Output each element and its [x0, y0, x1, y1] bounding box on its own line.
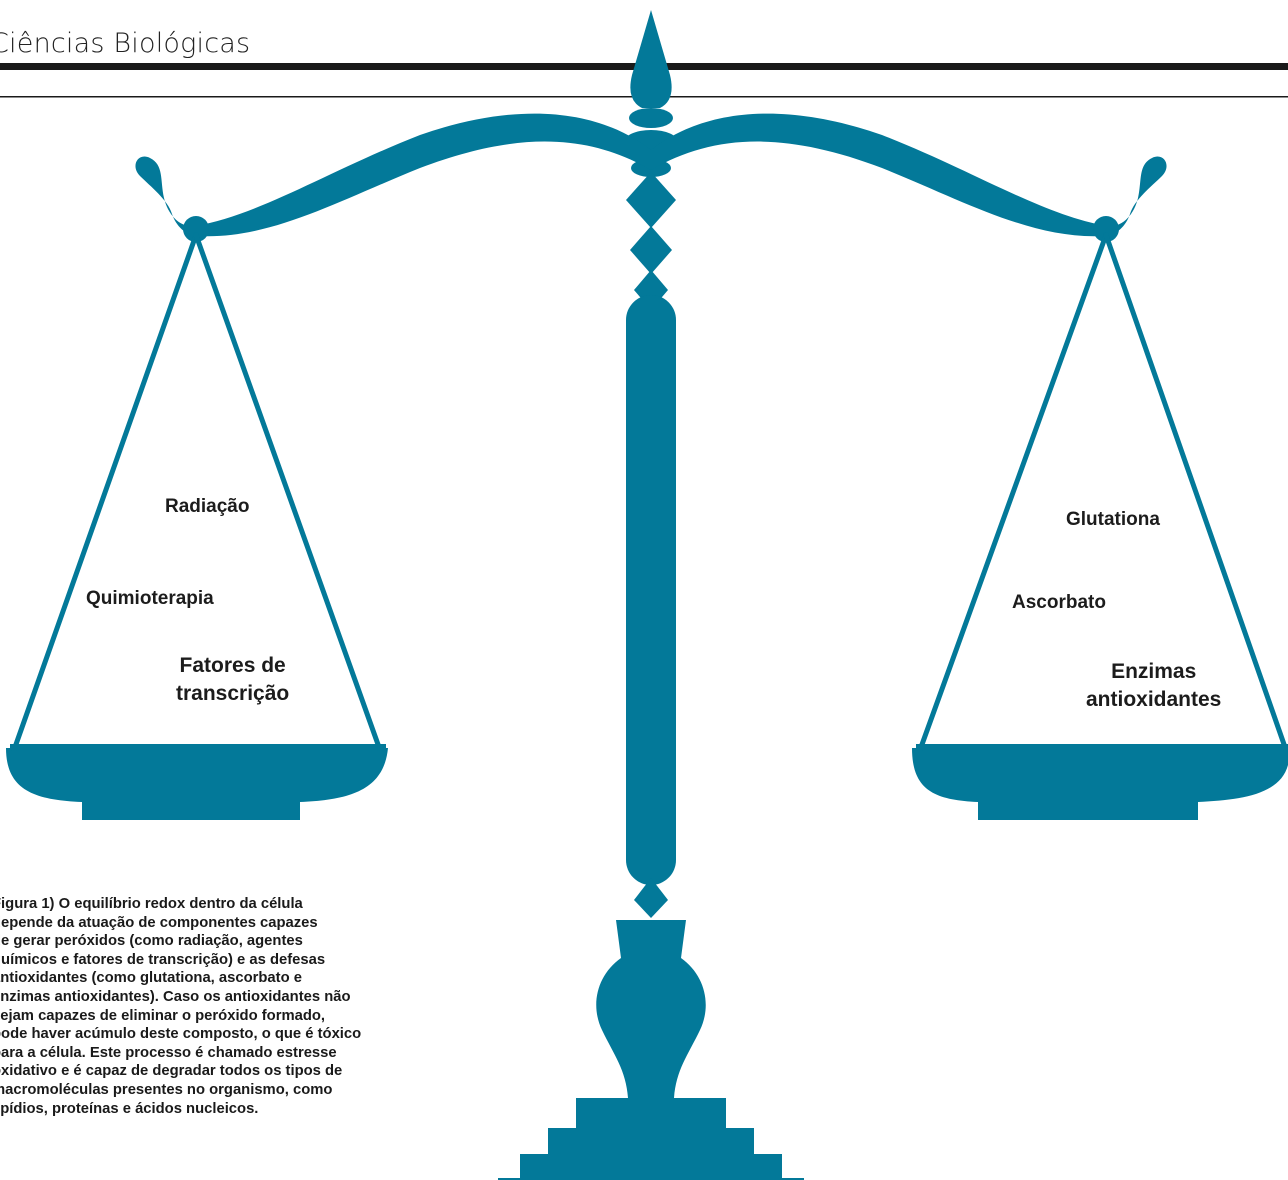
- caption-line: macromoléculas presentes no organismo, c…: [0, 1081, 333, 1098]
- beam-left-arm: [135, 113, 651, 237]
- caption-line: lipídios, proteínas e ácidos nucleicos.: [0, 1100, 259, 1117]
- caption-line: antioxidantes (como glutationa, ascorbat…: [0, 970, 302, 987]
- left-pan-label-fatores-transcricao: Fatores de transcrição: [176, 654, 290, 706]
- column-diamond: [626, 172, 676, 228]
- caption-line: químicos e fatores de transcrição) e as …: [0, 951, 326, 968]
- spire-tip: [630, 10, 672, 108]
- caption-line: Figura 1) O equilíbrio redox dentro da c…: [0, 896, 303, 912]
- main-column: [626, 295, 676, 885]
- column-diamond: [630, 226, 672, 274]
- left-pan-label-radiacao: Radiação: [165, 496, 250, 517]
- left-pan-string-right: [193, 232, 383, 753]
- left-pan-label-quimioterapia: Quimioterapia: [86, 588, 214, 609]
- beam-right-arm: [651, 113, 1167, 237]
- caption-line: pode haver acúmulo deste composto, o que…: [0, 1026, 362, 1043]
- caption-line: sejam capazes de eliminar o peróxido for…: [0, 1007, 326, 1024]
- pedestal-step-4: [498, 1178, 804, 1180]
- right-pan-dish: [912, 748, 1288, 820]
- caption-line: oxidativo e é capaz de degradar todos os…: [0, 1063, 343, 1080]
- right-pan-label-glutationa: Glutationa: [1066, 509, 1160, 530]
- left-pan-rim: [10, 744, 386, 750]
- base-vase: [596, 920, 706, 1098]
- right-pan-label-ascorbato: Ascorbato: [1012, 592, 1106, 613]
- left-pan-string-left: [11, 232, 199, 753]
- left-pan-dish: [6, 748, 388, 820]
- caption-line: para a célula. Este processo é chamado e…: [0, 1044, 337, 1061]
- pedestal-step-2: [548, 1128, 754, 1156]
- pedestal-step-1: [576, 1098, 726, 1130]
- right-pan-rim: [916, 744, 1288, 750]
- pedestal-step-3: [520, 1154, 782, 1180]
- right-pan-string-left: [917, 232, 1109, 753]
- right-pan-label-enzimas-antioxidantes: Enzimas antioxidantes: [1086, 660, 1222, 712]
- right-pan-string-right: [1103, 232, 1288, 753]
- column-neck: [634, 878, 668, 918]
- figure-caption: Figura 1) O equilíbrio redox dentro da c…: [0, 895, 477, 1118]
- caption-line: de gerar peróxidos (como radiação, agent…: [0, 933, 303, 950]
- column-bead: [629, 108, 673, 128]
- right-pivot-knob: [1093, 216, 1119, 242]
- caption-line: depende da atuação de componentes capaze…: [0, 914, 318, 931]
- caption-line: enzimas antioxidantes). Caso os antioxid…: [0, 988, 351, 1005]
- header-title: Ciências Biológicas: [0, 28, 251, 59]
- left-pivot-knob: [183, 216, 209, 242]
